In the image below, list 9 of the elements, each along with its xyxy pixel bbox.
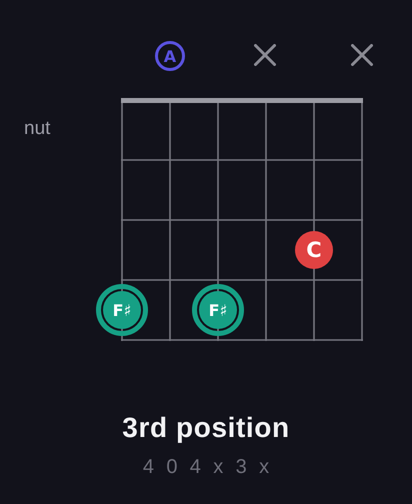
finger-dot: C xyxy=(295,231,333,269)
open-string-marker: A xyxy=(155,41,185,71)
root-note-marker: F♯ xyxy=(192,284,244,336)
fingering-caption: 4 0 4 x 3 x xyxy=(142,455,273,479)
nut-label: nut xyxy=(24,117,50,141)
root-note-marker: F♯ xyxy=(96,284,148,336)
muted-string-cross-icon xyxy=(254,44,276,66)
diagram-title: 3rd position xyxy=(122,411,290,445)
muted-string-cross-icon xyxy=(351,44,373,66)
